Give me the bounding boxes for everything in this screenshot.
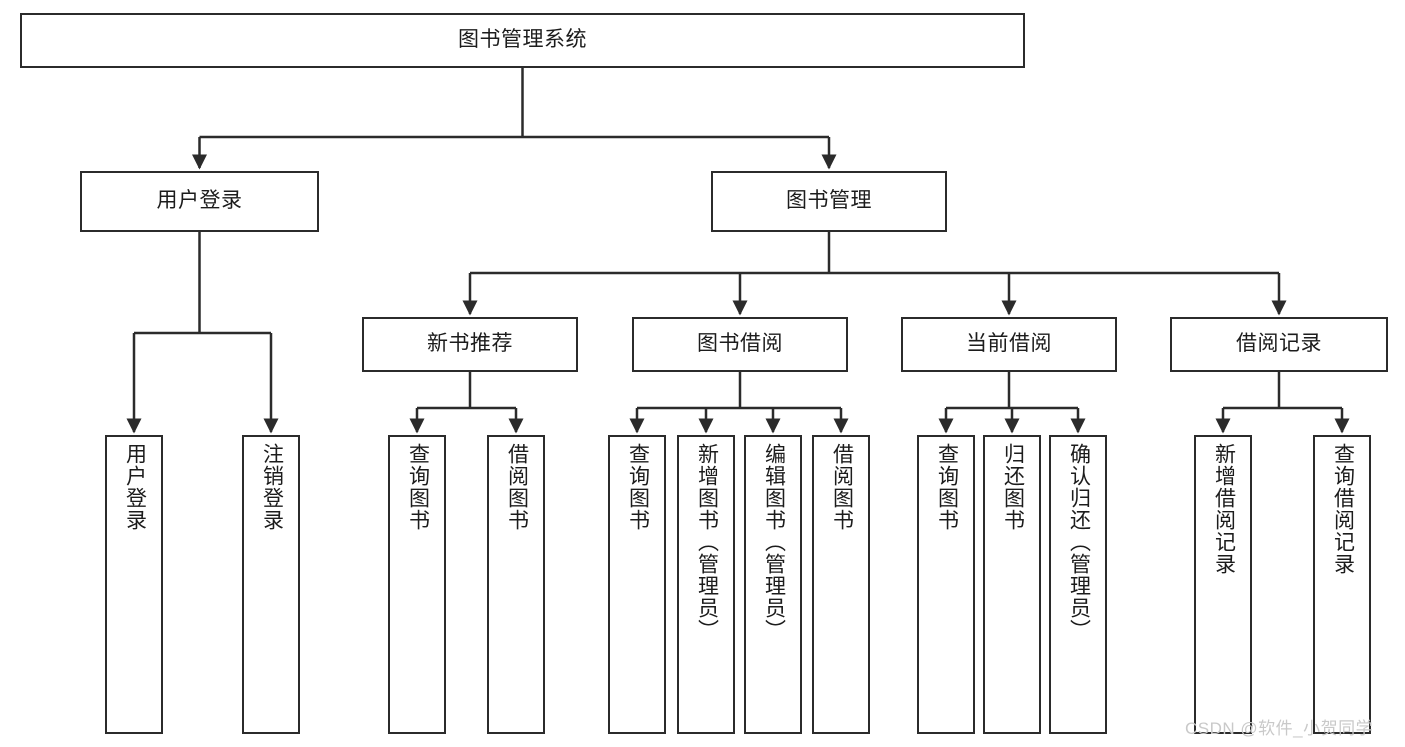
node-book-manage[interactable]: 图书管理 <box>711 171 947 232</box>
node-leaf-edit-book-label: 编辑图书（管理员） <box>762 443 786 641</box>
node-leaf-query-record[interactable]: 查询借阅记录 <box>1313 435 1371 734</box>
node-leaf-borrow-book-1-label: 借阅图书 <box>505 443 529 531</box>
node-leaf-query-record-label: 查询借阅记录 <box>1331 443 1355 575</box>
node-leaf-query-book-2[interactable]: 查询图书 <box>608 435 666 734</box>
node-leaf-query-book-3-label: 查询图书 <box>935 443 959 531</box>
node-leaf-add-book[interactable]: 新增图书（管理员） <box>677 435 735 734</box>
node-leaf-user-login[interactable]: 用户登录 <box>105 435 163 734</box>
node-leaf-return-book-label: 归还图书 <box>1001 443 1025 531</box>
node-leaf-borrow-book-2[interactable]: 借阅图书 <box>812 435 870 734</box>
node-user-login[interactable]: 用户登录 <box>80 171 319 232</box>
node-book-borrow-label: 图书借阅 <box>697 332 783 356</box>
node-leaf-edit-book[interactable]: 编辑图书（管理员） <box>744 435 802 734</box>
node-leaf-add-record-label: 新增借阅记录 <box>1212 443 1236 575</box>
node-leaf-confirm-return-label: 确认归还（管理员） <box>1067 443 1091 641</box>
node-borrow-record-label: 借阅记录 <box>1236 332 1322 356</box>
node-leaf-user-logout[interactable]: 注销登录 <box>242 435 300 734</box>
node-leaf-query-book-1[interactable]: 查询图书 <box>388 435 446 734</box>
node-book-borrow[interactable]: 图书借阅 <box>632 317 848 372</box>
node-leaf-query-book-1-label: 查询图书 <box>406 443 430 531</box>
node-leaf-query-book-2-label: 查询图书 <box>626 443 650 531</box>
node-leaf-confirm-return[interactable]: 确认归还（管理员） <box>1049 435 1107 734</box>
node-user-login-label: 用户登录 <box>156 189 243 213</box>
node-leaf-add-book-label: 新增图书（管理员） <box>695 443 719 641</box>
node-new-book-rec-label: 新书推荐 <box>427 332 513 356</box>
node-borrow-record[interactable]: 借阅记录 <box>1170 317 1388 372</box>
node-leaf-user-login-label: 用户登录 <box>123 443 147 531</box>
node-root-label: 图书管理系统 <box>458 28 587 52</box>
node-leaf-borrow-book-1[interactable]: 借阅图书 <box>487 435 545 734</box>
node-current-borrow-label: 当前借阅 <box>966 332 1052 356</box>
node-leaf-user-logout-label: 注销登录 <box>260 443 284 531</box>
node-leaf-borrow-book-2-label: 借阅图书 <box>830 443 854 531</box>
node-new-book-rec[interactable]: 新书推荐 <box>362 317 578 372</box>
node-leaf-query-book-3[interactable]: 查询图书 <box>917 435 975 734</box>
node-root[interactable]: 图书管理系统 <box>20 13 1025 68</box>
node-current-borrow[interactable]: 当前借阅 <box>901 317 1117 372</box>
node-leaf-add-record[interactable]: 新增借阅记录 <box>1194 435 1252 734</box>
node-book-manage-label: 图书管理 <box>786 189 872 213</box>
node-leaf-return-book[interactable]: 归还图书 <box>983 435 1041 734</box>
csdn-watermark: CSDN @软件_小贺同学 <box>1185 719 1374 738</box>
